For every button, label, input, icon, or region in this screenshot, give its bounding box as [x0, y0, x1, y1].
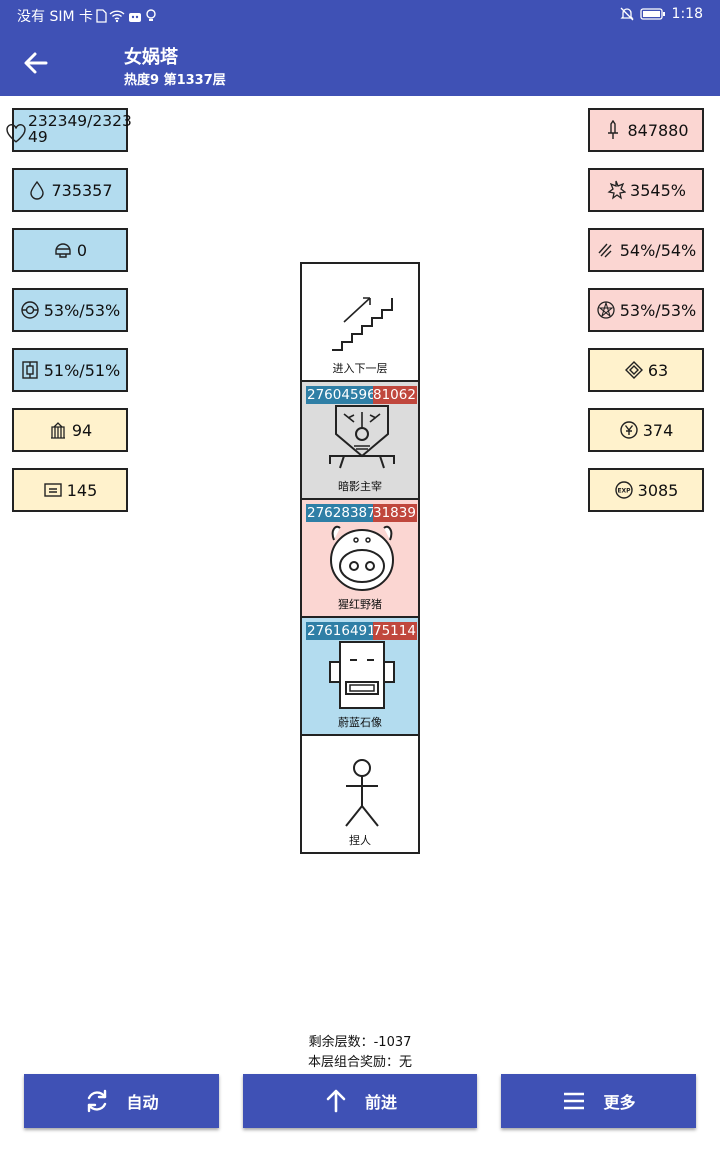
- floor-bonus-text: 本层组合奖励：无: [307, 1055, 412, 1070]
- auto-button[interactable]: 自动: [24, 1074, 219, 1128]
- stat-cage-value: 94: [71, 420, 93, 440]
- stat-crit: 3545%: [588, 168, 704, 212]
- refresh-icon: [88, 1089, 107, 1113]
- shadow-lord-icon: [329, 405, 395, 469]
- monster-stats: 27604596 81062: [306, 386, 417, 404]
- auto-button-label: 自动: [126, 1093, 159, 1112]
- tower-cell-character[interactable]: 捏人: [300, 734, 420, 854]
- stat-gem: 63: [588, 348, 704, 392]
- stat-attack: 847880: [588, 108, 704, 152]
- stat-shield: 53%/53%: [12, 288, 128, 332]
- stat-shield-value: 53%/53%: [43, 300, 121, 320]
- statue-icon: [329, 641, 395, 709]
- carrier-text: 没有 SIM 卡: [17, 9, 93, 25]
- sword-icon: [608, 120, 619, 139]
- bulb-icon: [146, 9, 156, 21]
- burst-icon: [607, 180, 627, 200]
- wifi-icon: [109, 10, 125, 23]
- robot-notification-icon: [129, 13, 141, 22]
- battery-icon: [639, 8, 665, 20]
- arrow-left-icon: [24, 52, 48, 74]
- exp-icon: EXP: [614, 481, 633, 499]
- monster-defense: 31839: [373, 504, 417, 522]
- stat-armor: 51%/51%: [12, 348, 128, 392]
- cage-icon: [50, 422, 65, 439]
- pentagram-icon: [597, 301, 615, 319]
- heart-icon: [6, 124, 26, 143]
- monster-defense: 75114: [373, 622, 417, 640]
- stat-helmet: 0: [12, 228, 128, 272]
- armor-icon: [22, 361, 38, 379]
- tower-cell-label: 猩红野猪: [338, 598, 382, 611]
- stat-mana: 735357: [12, 168, 128, 212]
- more-button[interactable]: 更多: [501, 1074, 696, 1128]
- stat-mana-value: 735357: [51, 180, 113, 200]
- tower-cell-stairs[interactable]: 进入下一层: [300, 262, 420, 382]
- stat-cage: 94: [12, 408, 128, 452]
- stat-scroll: 145: [12, 468, 128, 512]
- stat-armor-value: 51%/51%: [43, 360, 121, 380]
- svg-text:EXP: EXP: [617, 488, 631, 495]
- tower-cell-label: 蔚蓝石像: [338, 716, 382, 729]
- status-bar: 没有 SIM 卡 1:18: [0, 0, 720, 30]
- more-button-label: 更多: [603, 1093, 636, 1112]
- shield-round-icon: [21, 301, 39, 319]
- tower-cell-scarlet-boar[interactable]: 27628387 31839 猩红野猪: [300, 498, 420, 618]
- monster-attack: 27616491: [306, 622, 373, 640]
- stat-gem-value: 63: [647, 360, 669, 380]
- stat-exp-value: 3085: [637, 480, 679, 500]
- stat-gold: 374: [588, 408, 704, 452]
- forward-button-label: 前进: [364, 1093, 397, 1112]
- tower-cell-label: 捏人: [349, 834, 371, 847]
- scroll-icon: [44, 483, 62, 497]
- stat-hp-line1: 232349/2323: [28, 112, 132, 130]
- yen-coin-icon: [620, 421, 638, 439]
- helmet-icon: [55, 243, 71, 258]
- stat-helmet-value: 0: [76, 240, 88, 260]
- stat-pierce: 54%/54%: [588, 228, 704, 272]
- water-drop-icon: [30, 180, 45, 200]
- stat-scroll-value: 145: [66, 480, 98, 500]
- stairs-icon: [332, 297, 393, 351]
- tower-cell-label: 暗影主宰: [338, 480, 382, 493]
- menu-icon: [564, 1092, 585, 1110]
- stat-magic: 53%/53%: [588, 288, 704, 332]
- page-title: 女娲塔: [124, 47, 178, 68]
- stat-crit-value: 3545%: [630, 180, 686, 200]
- monster-stats: 27616491 75114: [306, 622, 417, 640]
- stat-gold-value: 374: [642, 420, 674, 440]
- stat-magic-value: 53%/53%: [619, 300, 697, 320]
- stat-attack-value: 847880: [627, 120, 689, 140]
- sim-icon: [96, 9, 107, 23]
- remaining-floors-text: 剩余层数：-1037: [308, 1035, 412, 1050]
- stickman-icon: [345, 759, 379, 827]
- status-right: 1:18: [619, 6, 703, 22]
- status-left: 没有 SIM 卡: [17, 6, 157, 26]
- forward-button[interactable]: 前进: [243, 1074, 477, 1128]
- stat-hp-line2: 49: [28, 128, 48, 146]
- slash-icon: [598, 243, 612, 258]
- mute-bell-icon: [619, 7, 634, 21]
- tower-cell-label: 进入下一层: [332, 362, 388, 375]
- monster-attack: 27628387: [306, 504, 373, 522]
- status-time: 1:18: [671, 6, 703, 22]
- app-bar: 女娲塔 热度9 第1337层: [0, 30, 720, 96]
- tower-cell-shadow-lord[interactable]: 27604596 81062 暗影主宰: [300, 380, 420, 500]
- tower-column: 进入下一层 27604596 81062 暗影主宰 27628387 31839: [300, 262, 420, 854]
- back-button[interactable]: [22, 50, 50, 76]
- monster-attack: 27604596: [306, 386, 373, 404]
- gem-icon: [624, 361, 643, 379]
- stat-exp: EXP 3085: [588, 468, 704, 512]
- tower-cell-azure-statue[interactable]: 27616491 75114 蔚蓝石像: [300, 616, 420, 736]
- monster-stats: 27628387 31839: [306, 504, 417, 522]
- page-subtitle: 热度9 第1337层: [124, 73, 226, 88]
- boar-icon: [330, 525, 394, 591]
- monster-defense: 81062: [373, 386, 417, 404]
- stat-pierce-value: 54%/54%: [619, 240, 697, 260]
- arrow-up-icon: [326, 1089, 346, 1113]
